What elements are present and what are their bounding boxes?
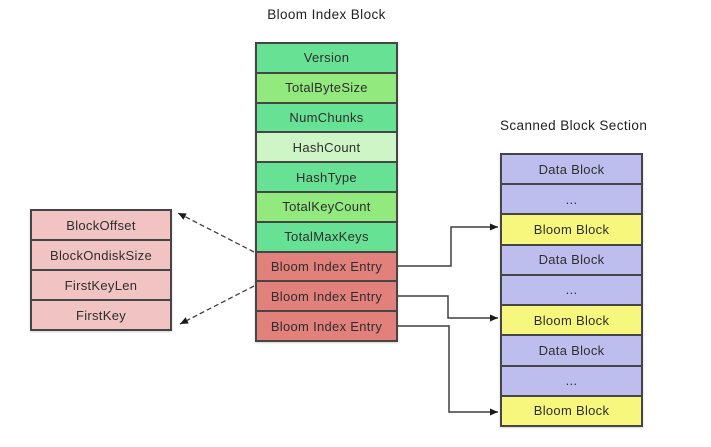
row-data-block-1: Data Block	[502, 155, 641, 184]
bloom-index-block-title: Bloom Index Block	[267, 7, 386, 22]
field-row-totalbytesize: TotalByteSize	[257, 71, 396, 102]
arrow-entry2-to-bloom-block2	[398, 295, 498, 322]
field-row-firstkey: FirstKey	[32, 299, 170, 329]
row-bloom-index-entry-1: Bloom Index Entry	[257, 250, 396, 281]
row-data-block-2: Data Block	[502, 243, 641, 274]
field-row-hashtype: HashType	[257, 161, 396, 191]
row-bloom-index-entry-3: Bloom Index Entry	[257, 310, 396, 340]
field-row-firstkeylen: FirstKeyLen	[32, 269, 170, 299]
field-row-hashcount: HashCount	[257, 131, 396, 162]
arrow-entry3-to-bloom-block3	[398, 325, 498, 416]
field-row-totalmaxkeys: TotalMaxKeys	[257, 220, 396, 251]
dashed-arrow-entry-to-detail-bottom	[179, 285, 255, 325]
row-bloom-block-3: Bloom Block	[502, 394, 641, 425]
row-ellipsis-3: ...	[502, 364, 641, 395]
field-row-numchunks: NumChunks	[257, 101, 396, 132]
scanned-block-section: Data Block ... Bloom Block Data Block ..…	[500, 153, 643, 427]
field-row-totalkeycount: TotalKeyCount	[257, 190, 396, 221]
row-bloom-block-1: Bloom Block	[502, 213, 641, 244]
row-ellipsis-2: ...	[502, 273, 641, 305]
arrow-entry1-to-bloom-block1	[398, 223, 498, 267]
dashed-arrow-entry-to-detail-top	[177, 212, 255, 253]
field-row-version: Version	[257, 44, 396, 72]
row-bloom-index-entry-2: Bloom Index Entry	[257, 280, 396, 311]
scanned-block-section-title: Scanned Block Section	[500, 118, 648, 133]
field-row-blockondisksize: BlockOndiskSize	[32, 239, 170, 269]
bloom-index-block: Version TotalByteSize NumChunks HashCoun…	[255, 42, 398, 342]
bloom-index-entry-detail: BlockOffset BlockOndiskSize FirstKeyLen …	[30, 209, 172, 331]
row-ellipsis-1: ...	[502, 183, 641, 214]
field-row-blockoffset: BlockOffset	[32, 211, 170, 239]
row-bloom-block-2: Bloom Block	[502, 304, 641, 335]
row-data-block-3: Data Block	[502, 334, 641, 365]
